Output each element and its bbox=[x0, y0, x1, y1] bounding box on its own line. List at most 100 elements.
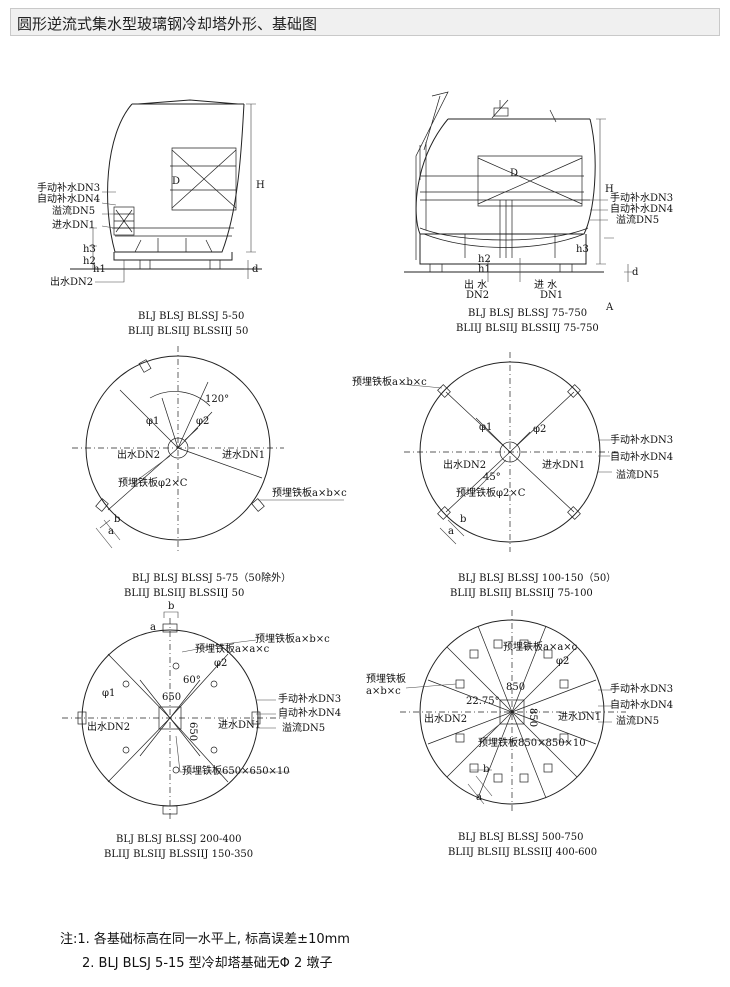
label-overflow-5: 溢流DN5 bbox=[282, 721, 325, 734]
label-inlet-4: 进水DN1 bbox=[542, 459, 585, 471]
label-plate-650-5: 预埋铁板650×650×10 bbox=[182, 764, 290, 777]
label-overflow-4: 溢流DN5 bbox=[616, 468, 659, 481]
pads-plan-6 bbox=[455, 639, 569, 783]
label-auto-6: 自动补水DN4 bbox=[610, 698, 673, 711]
foundation-plan-6: a b 预埋铁板a×a×c φ2 预埋铁板 a×b×c 850 850 22.7… bbox=[366, 610, 673, 812]
caption-3a: BLJ BLSJ BLSSJ 5-75（50除外） bbox=[132, 571, 291, 584]
dim-a-5: a bbox=[150, 622, 156, 633]
caption-1a: BLJ BLSJ BLSSJ 5-50 bbox=[138, 311, 244, 322]
title-bar: 圆形逆流式集水型玻璃钢冷却塔外形、基础图 bbox=[10, 8, 720, 36]
foundation-plan-4: a b 预埋铁板a×b×c φ1 φ2 出水DN2 进水DN1 45° 预埋铁板… bbox=[352, 352, 673, 552]
label-auto-4: 自动补水DN4 bbox=[610, 450, 673, 463]
label-inlet-3: 进水DN1 bbox=[222, 449, 265, 461]
phi1-5: φ1 bbox=[102, 688, 115, 699]
dim-d-1: d bbox=[252, 264, 259, 275]
note-2: 2. BLJ BLSJ 5-15 型冷却塔基础无Φ 2 墩子 bbox=[82, 956, 333, 971]
note-1: 注:1. 各基础标高在同一水平上, 标高误差±10mm bbox=[60, 932, 350, 947]
angle-120: 120° bbox=[205, 394, 229, 405]
dim-H-1: H bbox=[256, 180, 265, 191]
label-makeup-4: 手动补水DN3 bbox=[610, 433, 673, 446]
dim-D-2: D bbox=[510, 168, 518, 179]
label-inlet-1: 进水DN1 bbox=[52, 219, 95, 231]
caption-5a: BLJ BLSJ BLSSJ 200-400 bbox=[116, 834, 241, 845]
phi2-4: φ2 bbox=[533, 424, 546, 435]
phi2-3: φ2 bbox=[196, 416, 209, 427]
dim-850b-6: 850 bbox=[527, 708, 538, 727]
notes: 注:1. 各基础标高在同一水平上, 标高误差±10mm 2. BLJ BLSJ … bbox=[60, 928, 350, 976]
phi1-4: φ1 bbox=[479, 422, 492, 433]
label-auto-1: 自动补水DN4 bbox=[37, 192, 100, 205]
label-plate-axb-4: 预埋铁板a×b×c bbox=[352, 375, 427, 388]
dim-850a-6: 850 bbox=[506, 682, 525, 693]
label-plate-axb-6-l2: a×b×c bbox=[366, 686, 401, 697]
corner-mark: A bbox=[605, 302, 614, 313]
label-auto-2: 自动补水DN4 bbox=[610, 202, 673, 215]
label-inlet-short-2: 进 水 bbox=[534, 279, 557, 291]
foundation-plan-3: a b 120° φ1 φ2 出水DN2 进水DN1 预埋铁板φ2×C 预埋铁板… bbox=[72, 346, 347, 552]
label-dn2-2: DN2 bbox=[466, 290, 489, 301]
dim-h1-1: h1 bbox=[93, 264, 106, 275]
dim-b-5: b bbox=[168, 601, 174, 612]
dim-650b-5: 650 bbox=[187, 722, 198, 741]
dim-b-6: b bbox=[483, 764, 489, 775]
dim-D-1: D bbox=[172, 176, 180, 187]
label-auto-5: 自动补水DN4 bbox=[278, 706, 341, 719]
label-overflow-2: 溢流DN5 bbox=[616, 213, 659, 226]
center-plate-650 bbox=[158, 706, 182, 730]
label-outlet-short-2: 出 水 bbox=[464, 278, 487, 291]
label-inlet-5: 进水DN1 bbox=[218, 719, 261, 731]
label-outlet-6: 出水DN2 bbox=[424, 712, 467, 725]
label-plate-axb-3: 预埋铁板a×b×c bbox=[272, 486, 347, 499]
label-plate-phi2-4: 预埋铁板φ2×C bbox=[456, 486, 526, 499]
dim-a-6: a bbox=[476, 792, 482, 803]
caption-3b: BLIIJ BLSIIJ BLSSIIJ 50 bbox=[124, 588, 244, 599]
angle-45: 45° bbox=[483, 472, 501, 483]
caption-6b: BLIIJ BLSIIJ BLSSIIJ 400-600 bbox=[448, 847, 597, 858]
phi2-5: φ2 bbox=[214, 658, 227, 669]
label-plate-axa-5: 预埋铁板a×a×c bbox=[195, 642, 270, 655]
phi1-3: φ1 bbox=[146, 416, 159, 427]
label-makeup-2: 手动补水DN3 bbox=[610, 191, 673, 204]
dim-d-2: d bbox=[632, 267, 639, 278]
page-title: 圆形逆流式集水型玻璃钢冷却塔外形、基础图 bbox=[17, 15, 318, 33]
foundation-plan-5: b a 预埋铁板a×b×c 预埋铁板a×a×c φ2 60° φ1 650 65… bbox=[62, 601, 341, 820]
dim-650a-5: 650 bbox=[162, 692, 181, 703]
caption-2b: BLIIJ BLSIIJ BLSSIIJ 75-750 bbox=[456, 323, 599, 334]
label-overflow-6: 溢流DN5 bbox=[616, 714, 659, 727]
caption-5b: BLIIJ BLSIIJ BLSSIIJ 150-350 bbox=[104, 849, 253, 860]
phi2-6: φ2 bbox=[556, 656, 569, 667]
dim-a-4: a bbox=[448, 526, 454, 537]
label-makeup-5: 手动补水DN3 bbox=[278, 692, 341, 705]
caption-2a: BLJ BLSJ BLSSJ 75-750 bbox=[468, 308, 587, 319]
caption-1b: BLIIJ BLSIIJ BLSSIIJ 50 bbox=[128, 326, 248, 337]
label-makeup-6: 手动补水DN3 bbox=[610, 682, 673, 695]
label-plate-axa-6: 预埋铁板a×a×c bbox=[503, 640, 578, 653]
dim-b-4: b bbox=[460, 514, 466, 525]
dim-a-3: a bbox=[108, 526, 114, 537]
dim-h3-1: h3 bbox=[83, 244, 96, 255]
caption-4b: BLIIJ BLSIIJ BLSSIIJ 75-100 bbox=[450, 588, 593, 599]
label-overflow-1: 溢流DN5 bbox=[52, 204, 95, 217]
label-plate-850-6: 预埋铁板850×850×10 bbox=[478, 736, 586, 749]
label-outlet-4: 出水DN2 bbox=[443, 458, 486, 471]
tower-elevation-1: H h3 h2 h1 d D 手动补水DN3 自动补水DN4 溢流DN5 进水D… bbox=[37, 99, 265, 288]
label-inlet-6: 进水DN1 bbox=[558, 711, 601, 723]
dim-h3-2: h3 bbox=[576, 244, 589, 255]
pads-plan-5 bbox=[77, 623, 261, 815]
label-plate-axb-6-l1: 预埋铁板 bbox=[366, 672, 406, 685]
label-outlet-1: 出水DN2 bbox=[50, 275, 93, 288]
label-outlet-5: 出水DN2 bbox=[87, 720, 130, 733]
caption-6a: BLJ BLSJ BLSSJ 500-750 bbox=[458, 832, 583, 843]
label-makeup-1: 手动补水DN3 bbox=[37, 181, 100, 194]
caption-4a: BLJ BLSJ BLSSJ 100-150（50） bbox=[458, 572, 616, 584]
label-plate-phi2-3: 预埋铁板φ2×C bbox=[118, 476, 188, 489]
dim-H-2: H bbox=[605, 184, 614, 195]
dim-h2-2: h2 bbox=[478, 254, 491, 265]
angle-2275: 22.75° bbox=[466, 696, 500, 707]
pads-plan-4 bbox=[437, 384, 581, 520]
tower-elevation-2: H h3 d D h2 h1 手动补水DN3 自动补水DN4 溢流DN5 出 水… bbox=[404, 91, 673, 313]
label-outlet-3: 出水DN2 bbox=[117, 448, 160, 461]
angle-60: 60° bbox=[183, 675, 201, 686]
center-plate-850 bbox=[499, 699, 525, 725]
